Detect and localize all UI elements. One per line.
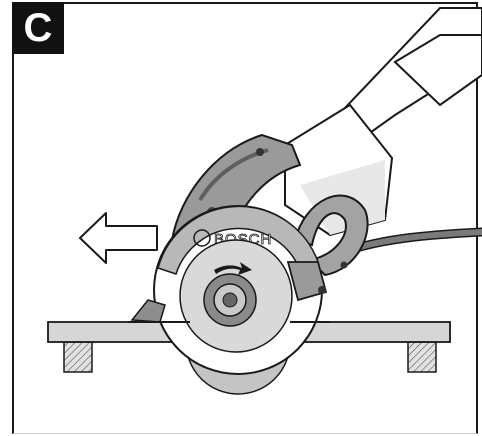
support-block-left — [63, 341, 93, 373]
rotation-arrow-icon — [214, 262, 252, 275]
support-block-right — [407, 341, 437, 373]
base-shoe — [130, 299, 166, 323]
depth-lock — [286, 261, 328, 302]
handle-grip — [393, 34, 482, 107]
brand-logo-icon — [193, 229, 211, 247]
arbor-nut — [222, 292, 238, 308]
arrow-left-icon — [79, 212, 158, 264]
rear-handle — [293, 194, 369, 277]
figure-label: C — [12, 2, 64, 54]
